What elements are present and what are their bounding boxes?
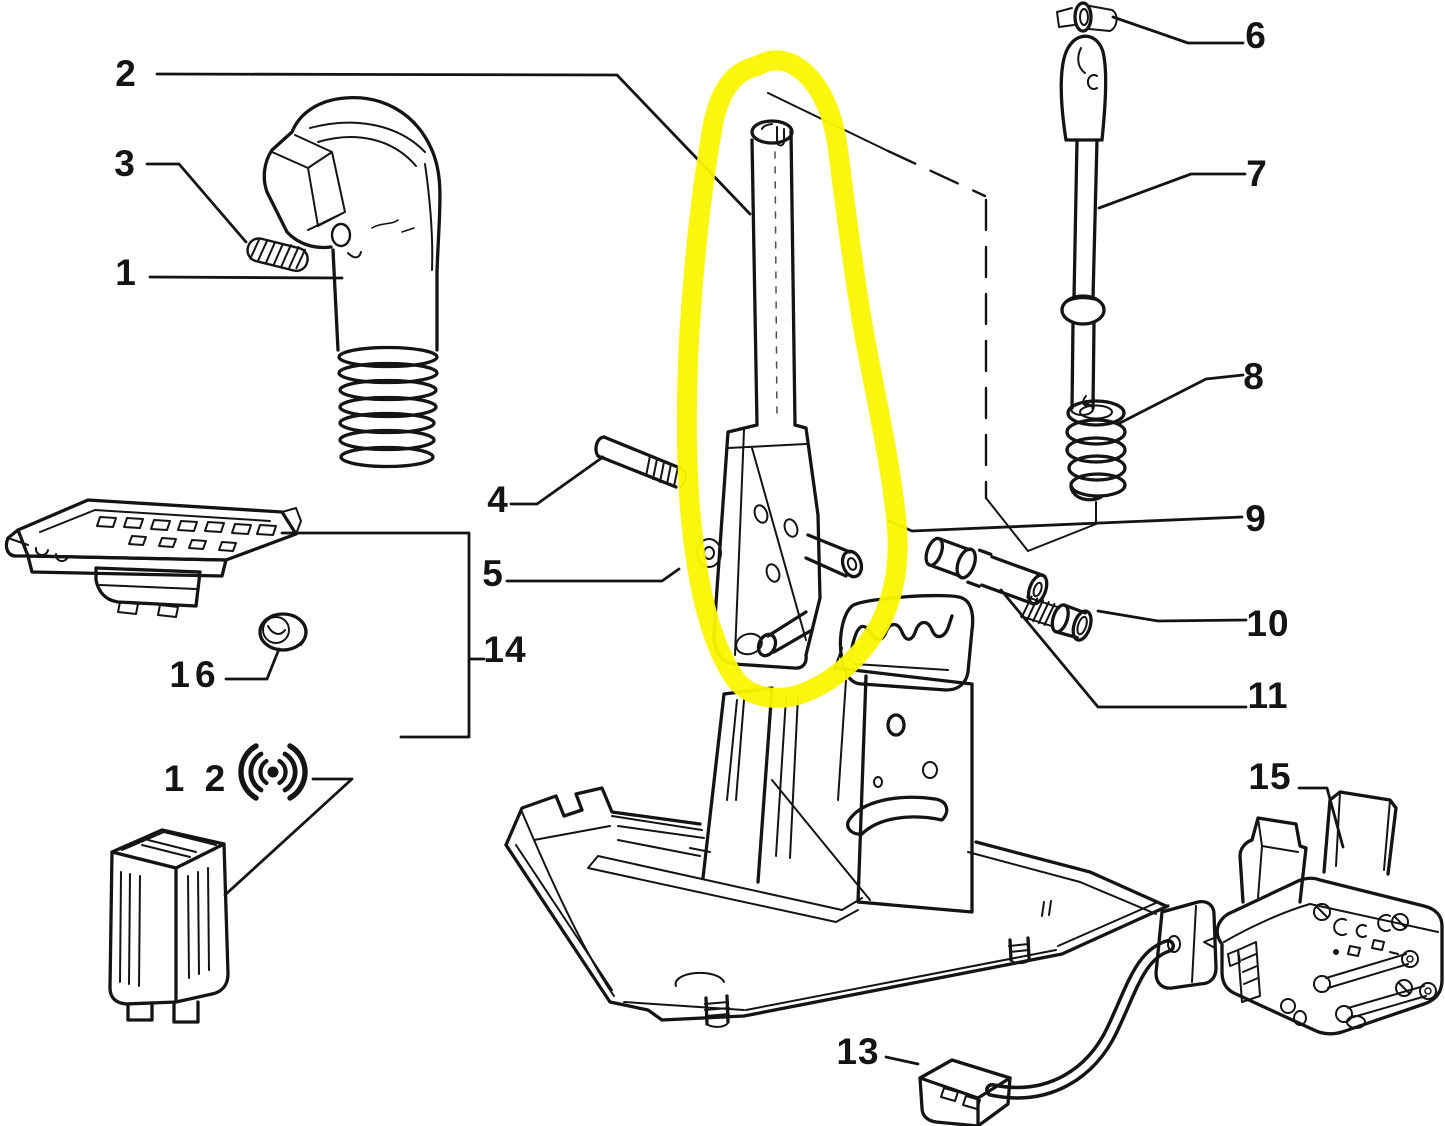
callout-label-2: 2 xyxy=(115,53,137,94)
part-gear-knob xyxy=(262,96,442,469)
leader-line-5 xyxy=(505,567,681,583)
part-lock-spring xyxy=(246,237,309,273)
part-gate-plate xyxy=(4,498,302,618)
part-buzzer-relay xyxy=(108,828,230,1024)
leader-line-7 xyxy=(1097,172,1247,210)
part-coil-spring xyxy=(1065,399,1127,502)
knob-boot-bellows xyxy=(337,345,439,469)
part-pivot-pin xyxy=(1056,1,1118,33)
part-switch-unit xyxy=(1215,790,1444,1036)
part-bushing-sleeve xyxy=(924,536,1049,606)
callout-label-16: 16 xyxy=(169,654,220,695)
callout-label-1: 1 xyxy=(115,252,137,293)
leader-line-2 xyxy=(155,72,752,216)
callout-label-14: 14 xyxy=(483,629,526,670)
leader-line-16 xyxy=(224,647,281,681)
callout-labels: 1 2 3 4 5 6 7 8 9 10 11 1 2 13 14 15 16 xyxy=(114,15,1291,1072)
callout-label-10: 10 xyxy=(1246,603,1289,644)
callout-label-6: 6 xyxy=(1245,15,1267,56)
callout-label-15: 15 xyxy=(1248,756,1291,797)
callout-label-12: 1 2 xyxy=(164,758,230,799)
leader-line-11 xyxy=(999,588,1248,709)
sound-waves-icon xyxy=(238,743,308,801)
part-roll-pin xyxy=(594,435,687,489)
callout-label-11: 11 xyxy=(1247,675,1288,716)
leader-line-6 xyxy=(1111,15,1245,45)
part-fastener-clip xyxy=(258,612,308,652)
leader-line-9 xyxy=(887,515,1244,533)
highlight-marker-loop xyxy=(676,50,908,708)
callout-label-7: 7 xyxy=(1246,153,1268,194)
callout-label-4: 4 xyxy=(487,479,509,520)
projection-lines xyxy=(767,92,1097,552)
leader-line-8 xyxy=(1116,373,1245,426)
callout-label-5: 5 xyxy=(482,553,504,594)
leader-line-1 xyxy=(148,275,344,280)
leader-line-3 xyxy=(145,162,248,244)
leader-line-15 xyxy=(1297,786,1345,849)
leader-line-4 xyxy=(509,455,605,506)
part-selector-rod xyxy=(1059,34,1108,416)
leader-line-12 xyxy=(223,777,354,897)
leader-line-10 xyxy=(1096,609,1248,623)
part-cable-connector xyxy=(918,899,1218,1126)
leader-line-14 xyxy=(280,531,486,739)
callout-label-3: 3 xyxy=(114,143,136,184)
part-lever-shaft-bracket xyxy=(712,119,864,670)
callout-label-8: 8 xyxy=(1243,356,1265,397)
base-housing xyxy=(504,593,1170,1028)
callout-label-9: 9 xyxy=(1245,498,1267,539)
leader-line-13 xyxy=(884,1055,920,1066)
callout-label-13: 13 xyxy=(836,1031,879,1072)
part-hex-bolt xyxy=(1020,595,1093,642)
